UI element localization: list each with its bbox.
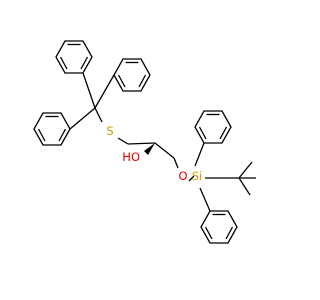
ether-oxygen-label: O bbox=[178, 169, 187, 183]
skeleton-bonds bbox=[69, 72, 256, 212]
silicon-atom-label: Si bbox=[192, 169, 203, 183]
phenyl-ring-silicon-lower bbox=[200, 210, 238, 244]
phenyl-ring-upper-left bbox=[55, 40, 93, 74]
phenyl-ring-silicon-upper bbox=[194, 110, 232, 144]
hydroxyl-label: HO bbox=[122, 150, 140, 164]
structure-canvas: S O HO Si bbox=[33, 40, 256, 244]
phenyl-ring-upper-right bbox=[113, 58, 151, 92]
sulfur-atom-label: S bbox=[106, 124, 113, 138]
phenyl-ring-left bbox=[33, 112, 71, 146]
molecule-diagram: S O HO Si bbox=[33, 40, 256, 244]
stereo-wedge-bond bbox=[144, 143, 155, 155]
